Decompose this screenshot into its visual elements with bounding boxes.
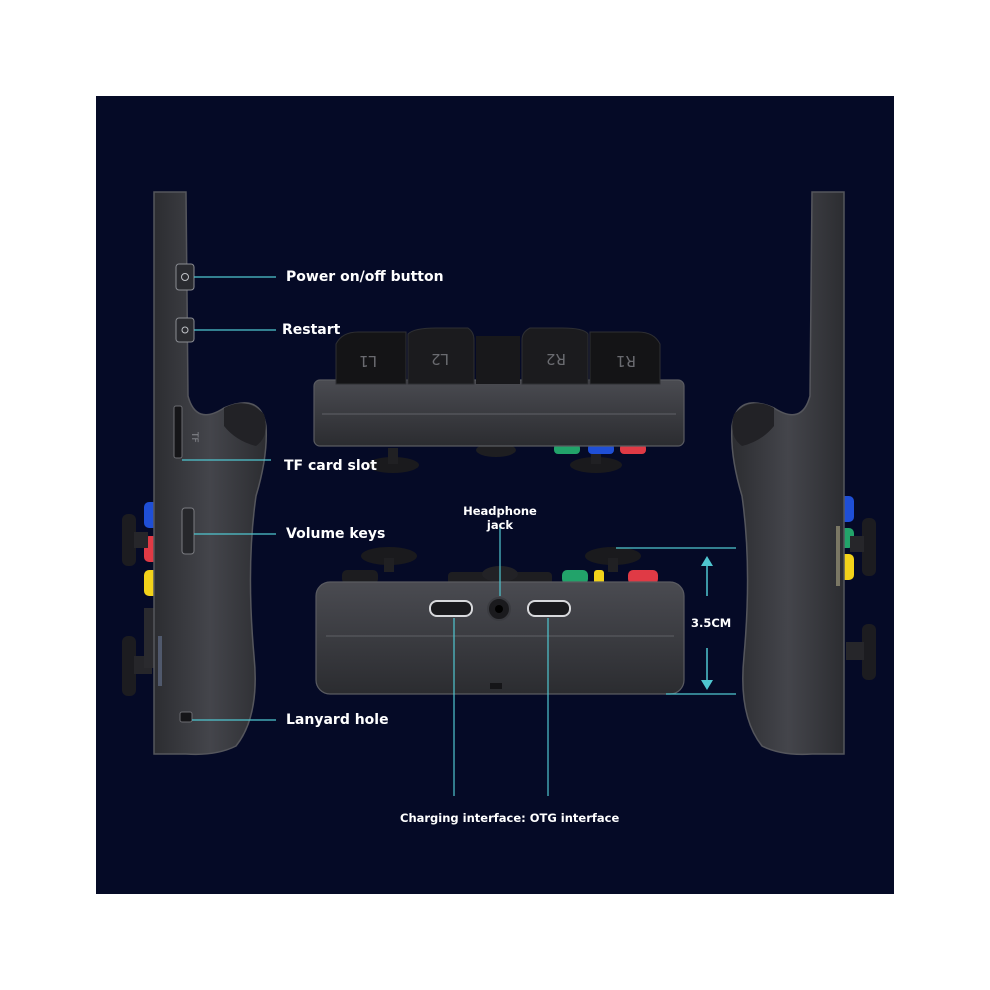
restart-button bbox=[175, 317, 195, 343]
dimension-label: 3.5CM bbox=[691, 616, 732, 630]
tf-card-slot-label: TF card slot bbox=[284, 458, 377, 474]
tf-marking: TF bbox=[189, 431, 199, 443]
yellow-face-button bbox=[594, 570, 604, 584]
right-side-view bbox=[730, 191, 876, 756]
l2-trigger bbox=[407, 327, 475, 385]
left-shoulder bbox=[342, 570, 378, 584]
dimension-arrows bbox=[701, 556, 713, 690]
tf-card-slot bbox=[173, 405, 183, 459]
left-joystick-bottom bbox=[122, 636, 136, 696]
left-callout-lines bbox=[182, 276, 276, 721]
usb-c-port-left bbox=[429, 600, 473, 617]
right-joystick-top bbox=[862, 518, 876, 576]
bottom-notch bbox=[490, 683, 502, 689]
top-view: L1 L2 R2 R1 bbox=[313, 327, 685, 473]
right-shoulder-bump bbox=[732, 403, 774, 446]
joystick-stem bbox=[850, 536, 864, 552]
joystick-stem bbox=[134, 532, 148, 548]
headphone-label-line2: jack bbox=[486, 518, 514, 532]
product-panel: TF bbox=[96, 96, 894, 894]
edge-shine bbox=[836, 526, 840, 586]
left-shoulder-bump bbox=[224, 403, 266, 446]
right-joystick-bottom bbox=[862, 624, 876, 680]
joystick-cap bbox=[585, 547, 641, 565]
center-bridge bbox=[476, 336, 520, 384]
power-icon bbox=[181, 273, 189, 281]
joystick-stem bbox=[384, 558, 394, 572]
headphone-jack-label: Headphone jack bbox=[450, 504, 550, 532]
joystick-cap bbox=[570, 457, 622, 473]
r2-marking: R2 bbox=[546, 350, 566, 368]
restart-icon bbox=[181, 326, 189, 334]
dpad-edge bbox=[144, 608, 154, 668]
edge-shine bbox=[158, 636, 162, 686]
left-joystick-top bbox=[122, 514, 136, 566]
r1-trigger bbox=[589, 331, 661, 385]
jack-hole bbox=[495, 605, 503, 613]
r1-marking: R1 bbox=[616, 352, 636, 370]
joystick-stem bbox=[388, 448, 398, 464]
l1-marking: L1 bbox=[359, 352, 377, 370]
volume-rocker bbox=[181, 507, 195, 555]
joystick-cap bbox=[361, 547, 417, 565]
right-device-body bbox=[730, 191, 845, 756]
center-callout-lines bbox=[453, 526, 736, 796]
r2-trigger bbox=[521, 327, 589, 385]
charging-interface-label: Charging interface: OTG interface bbox=[400, 811, 620, 825]
lanyard-hole-label: Lanyard hole bbox=[286, 712, 389, 728]
device-illustration: TF bbox=[122, 191, 876, 796]
left-side-view: TF bbox=[122, 191, 268, 756]
lanyard-hole bbox=[179, 711, 193, 723]
headphone-label-line1: Headphone bbox=[463, 504, 537, 518]
usb-c-port-right bbox=[527, 600, 571, 617]
volume-keys-label: Volume keys bbox=[286, 526, 386, 542]
red-face-button bbox=[628, 570, 658, 584]
l1-trigger bbox=[335, 331, 407, 385]
joystick-stem bbox=[846, 642, 864, 660]
joystick-stem bbox=[608, 558, 618, 572]
green-face-button bbox=[562, 570, 588, 584]
l2-marking: L2 bbox=[431, 350, 449, 368]
joystick-stem bbox=[591, 448, 601, 464]
top-view-body bbox=[313, 379, 685, 447]
power-button-label: Power on/off button bbox=[286, 269, 444, 285]
joystick-cap bbox=[367, 457, 419, 473]
left-device-body bbox=[153, 191, 268, 756]
restart-label: Restart bbox=[282, 322, 341, 338]
power-button bbox=[175, 263, 195, 291]
